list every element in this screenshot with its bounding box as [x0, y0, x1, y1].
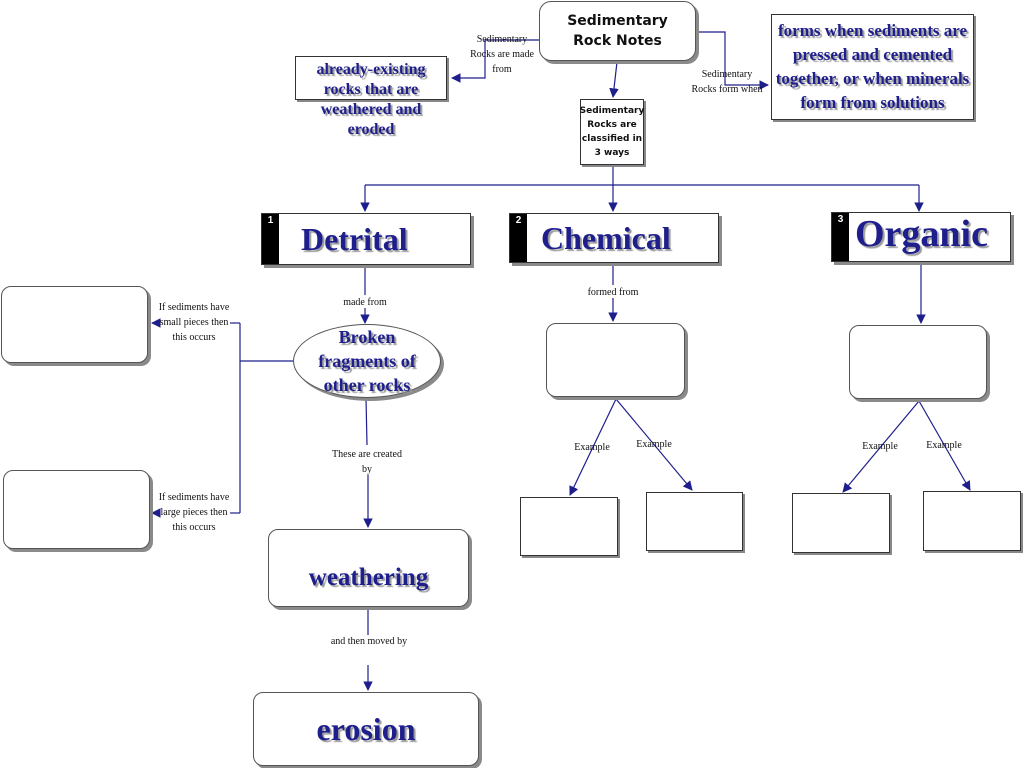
note-small-pieces: If sediments have small pieces then this…: [158, 302, 230, 343]
organic-box[interactable]: [849, 325, 987, 399]
title-text: Sedimentary Rock Notes: [567, 13, 668, 49]
category-label: Chemical: [541, 219, 671, 256]
erosion-text: erosion: [316, 710, 416, 747]
link-form-when: [695, 31, 769, 90]
chemical-box[interactable]: [546, 323, 685, 397]
organic-example-box-1[interactable]: [792, 493, 890, 553]
category-number: 1: [262, 214, 279, 264]
category-chemical[interactable]: 2 Chemical: [509, 213, 719, 263]
small-pieces-box[interactable]: [1, 286, 148, 363]
existing-text: already-existing rocks that are weathere…: [316, 61, 426, 138]
category-organic[interactable]: 3 Organic: [831, 212, 1011, 262]
category-number: 3: [832, 213, 849, 261]
weathering-node[interactable]: weathering: [268, 529, 469, 607]
note-made-from: Sedimentary Rocks are made from: [470, 34, 534, 75]
category-detrital[interactable]: 1 Detrital: [261, 213, 471, 265]
forms-text: forms when sediments are pressed and cem…: [775, 21, 970, 112]
large-pieces-box[interactable]: [3, 470, 150, 549]
category-label: Detrital: [301, 220, 408, 257]
note-example: Example: [862, 441, 898, 452]
classified-node[interactable]: Sedimentary Rocks are classified in 3 wa…: [580, 99, 644, 165]
note-large-pieces: If sediments have large pieces then this…: [158, 492, 230, 533]
erosion-node[interactable]: erosion: [253, 692, 479, 766]
weathering-text: weathering: [308, 564, 429, 591]
title-node[interactable]: Sedimentary Rock Notes: [539, 1, 696, 61]
chemical-example-box-2[interactable]: [646, 492, 743, 551]
note-example: Example: [926, 440, 962, 451]
note-created-by: These are created by: [332, 449, 402, 475]
organic-example-box-2[interactable]: [923, 491, 1021, 551]
note-example: Example: [636, 439, 672, 450]
note-detrital-made-from: made from: [343, 297, 387, 308]
chemical-example-box-1[interactable]: [520, 497, 618, 556]
note-formed-from: formed from: [587, 287, 639, 298]
note-form-when: Sedimentary Rocks form when: [691, 69, 763, 95]
existing-node[interactable]: already-existing rocks that are weathere…: [295, 56, 447, 138]
category-label: Organic: [855, 213, 988, 255]
forms-node[interactable]: forms when sediments are pressed and cem…: [771, 14, 974, 120]
fragments-node[interactable]: Broken fragments of other rocks: [293, 324, 441, 398]
category-number: 2: [510, 214, 527, 262]
fragments-text: Broken fragments of other rocks: [318, 327, 416, 395]
note-example: Example: [574, 442, 610, 453]
classified-text: Sedimentary Rocks are classified in 3 wa…: [579, 106, 645, 158]
note-moved-by: and then moved by: [330, 636, 408, 647]
